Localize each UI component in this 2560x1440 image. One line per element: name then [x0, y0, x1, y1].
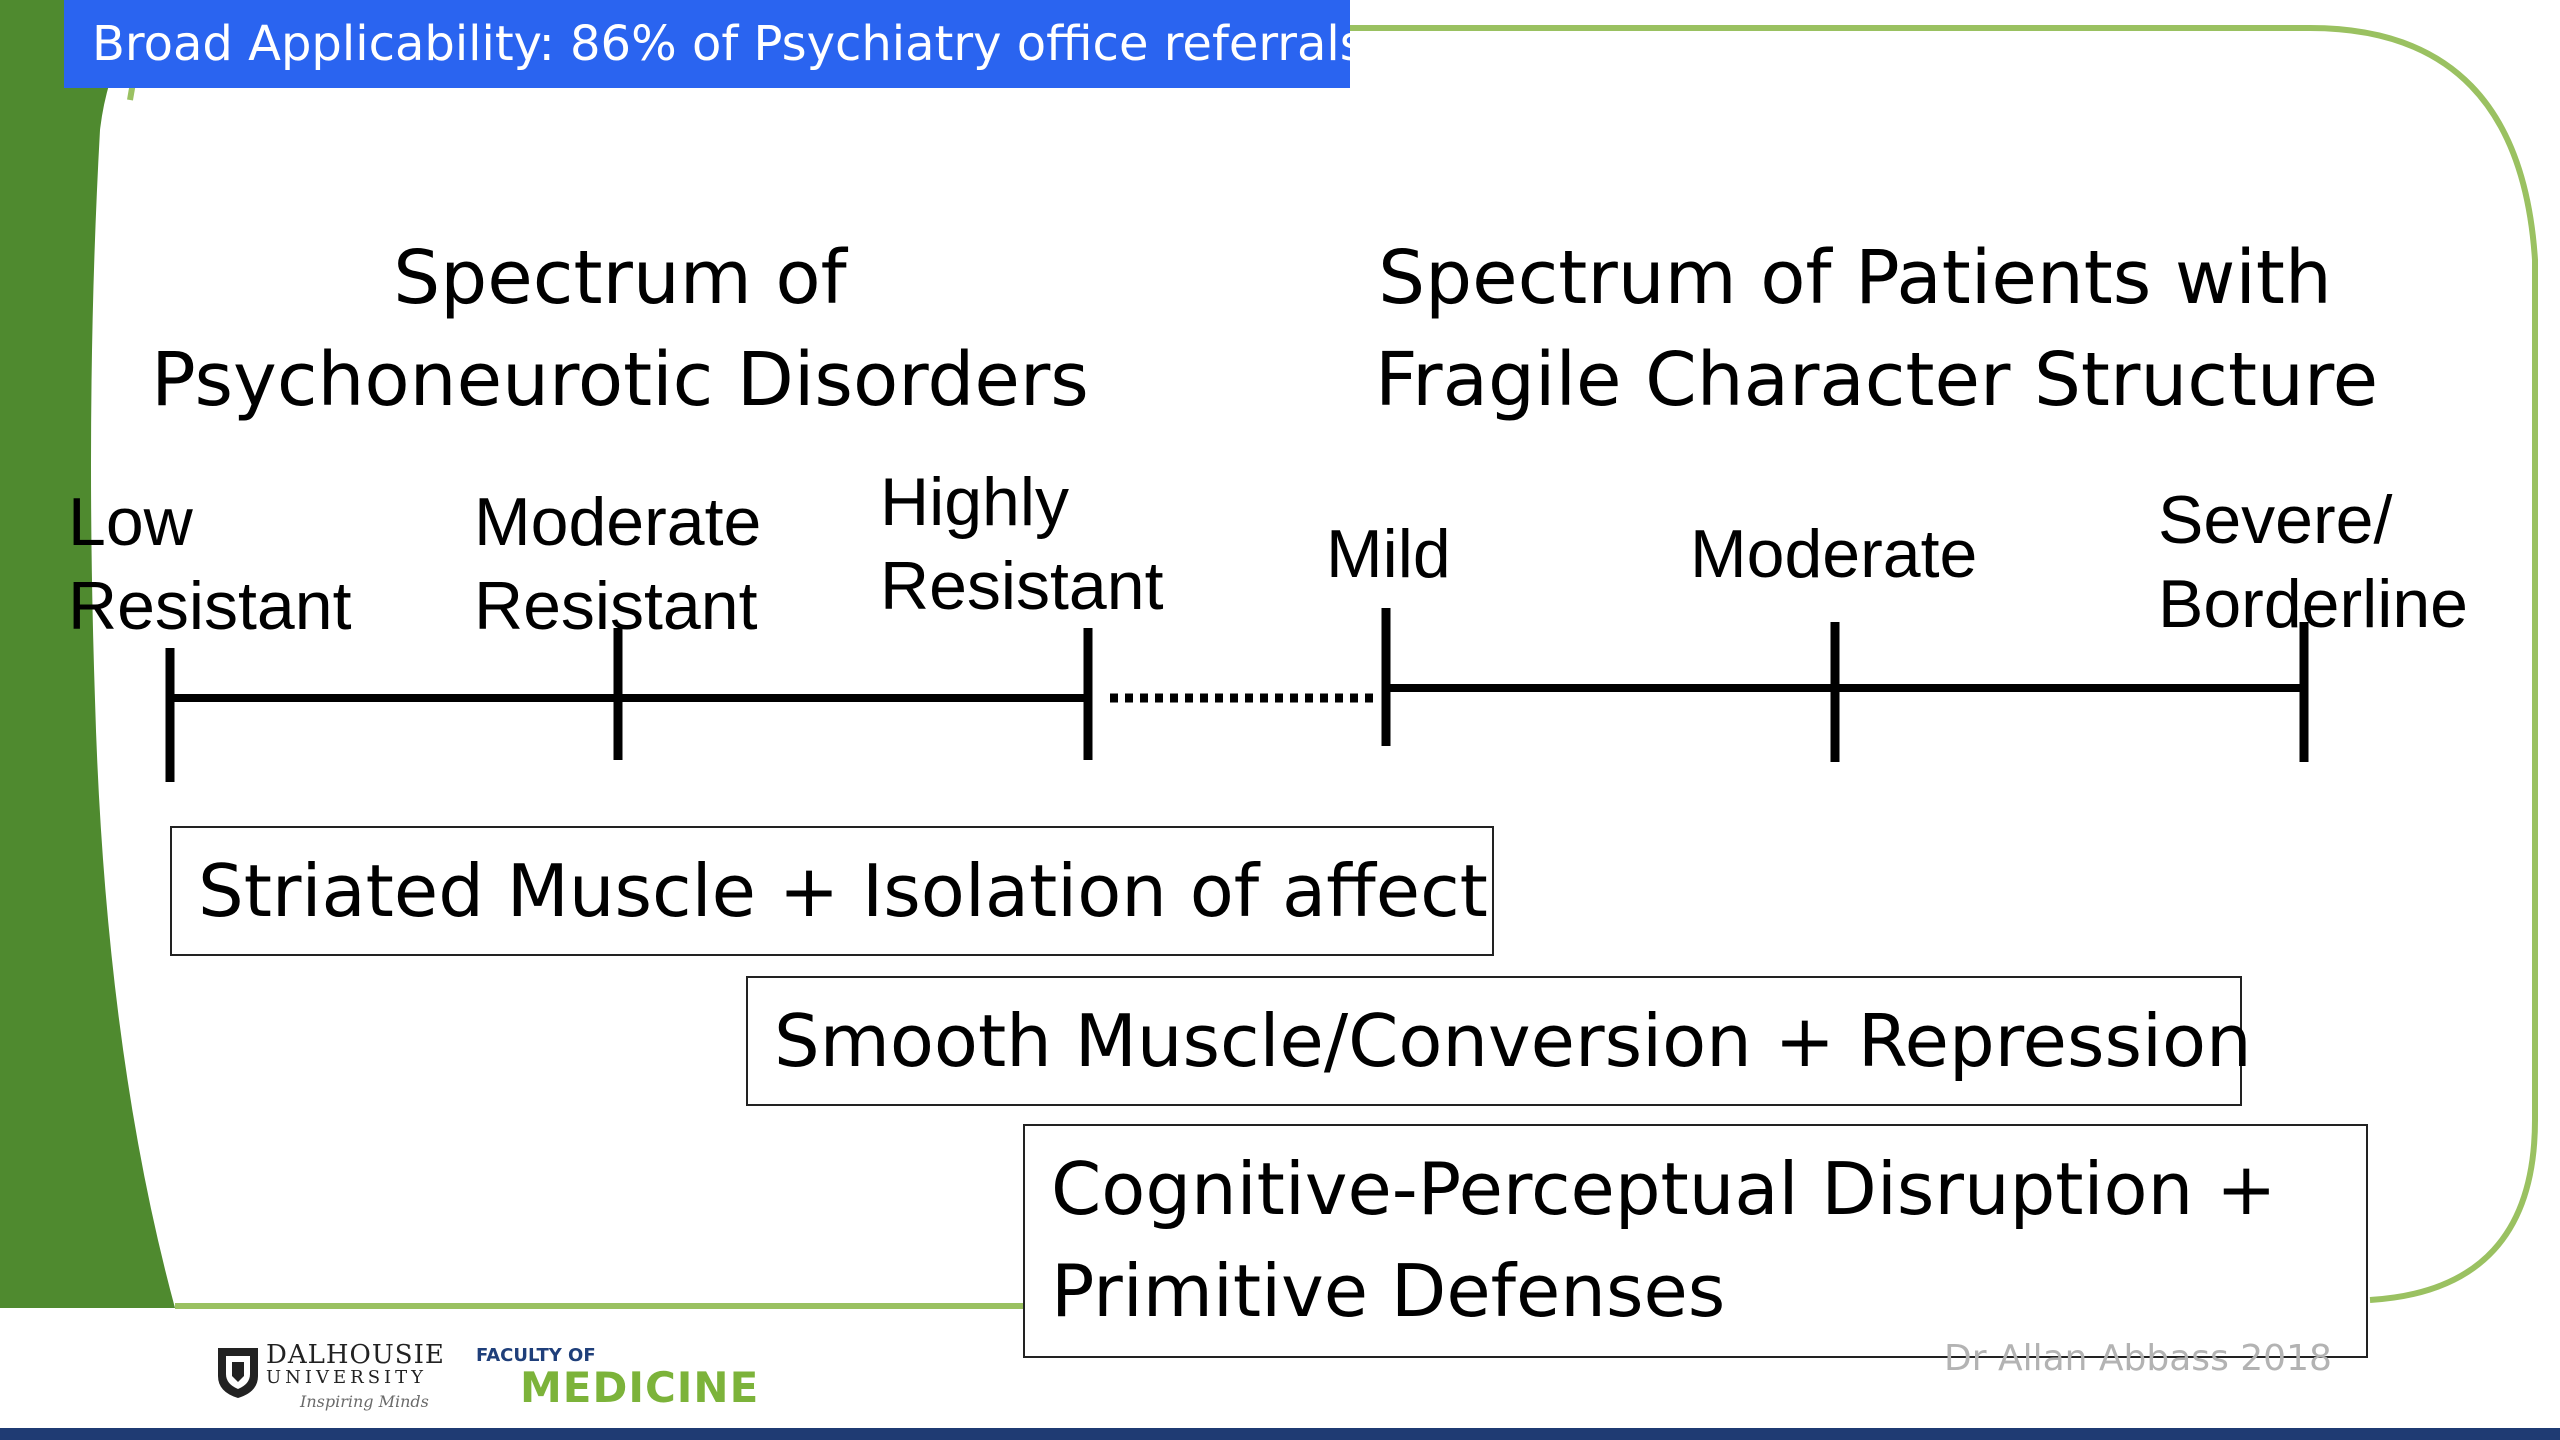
- label-moderate: Moderate: [1690, 512, 1977, 596]
- heading-line: Fragile Character Structure: [1375, 337, 2379, 423]
- heading-fragile-character: Spectrum of Patients with Fragile Charac…: [1375, 227, 2379, 431]
- label-mild: Mild: [1326, 512, 1451, 596]
- author-credit: Dr Allan Abbass 2018: [1944, 1338, 2332, 1379]
- box-striated-muscle: Striated Muscle + Isolation of affect: [170, 826, 1494, 956]
- faculty-main-text: MEDICINE: [520, 1363, 760, 1412]
- label-severe-borderline: Severe/ Borderline: [2158, 478, 2468, 646]
- box-smooth-muscle: Smooth Muscle/Conversion + Repression: [746, 976, 2252, 1106]
- label-line: Low: [68, 484, 193, 560]
- label-line: Resistant: [880, 548, 1164, 624]
- box-line: Striated Muscle + Isolation of affect: [198, 849, 1488, 933]
- label-line: Resistant: [68, 568, 352, 644]
- box-line: Cognitive-Perceptual Disruption +: [1051, 1147, 2277, 1231]
- label-line: Moderate: [1690, 516, 1978, 592]
- dalhousie-logo: DALHOUSIE UNIVERSITY Inspiring Minds: [216, 1342, 456, 1422]
- green-side-band: [0, 0, 175, 1308]
- university-motto: Inspiring Minds: [300, 1392, 429, 1411]
- label-low-resistant: Low Resistant: [68, 480, 351, 648]
- heading-line: Spectrum of Patients with: [1378, 235, 2332, 321]
- slide-title: Broad Applicability: 86% of Psychiatry o…: [64, 0, 1365, 88]
- label-highly-resistant: Highly Resistant: [880, 460, 1163, 628]
- label-line: Mild: [1326, 516, 1451, 592]
- heading-line: Psychoneurotic Disorders: [151, 337, 1089, 423]
- box-line: Smooth Muscle/Conversion + Repression: [774, 999, 2252, 1083]
- label-line: Severe/: [2158, 482, 2393, 558]
- label-moderate-resistant: Moderate Resistant: [474, 480, 761, 648]
- footer-bar: [0, 1428, 2560, 1440]
- box-cognitive-perceptual: Cognitive-Perceptual Disruption + Primit…: [1023, 1124, 2368, 1358]
- faculty-top-text: FACULTY OF: [476, 1345, 596, 1366]
- label-line: Moderate: [474, 484, 762, 560]
- heading-line: Spectrum of: [393, 235, 847, 321]
- label-line: Highly: [880, 464, 1069, 540]
- box-line: Primitive Defenses: [1051, 1249, 1726, 1333]
- crest-icon: [218, 1348, 258, 1398]
- label-line: Borderline: [2158, 566, 2468, 642]
- university-name: DALHOUSIE: [266, 1340, 445, 1370]
- faculty-of-medicine-logo: FACULTY OF MEDICINE: [476, 1345, 758, 1416]
- university-word: UNIVERSITY: [266, 1367, 428, 1388]
- heading-psychoneurotic: Spectrum of Psychoneurotic Disorders: [140, 227, 1100, 431]
